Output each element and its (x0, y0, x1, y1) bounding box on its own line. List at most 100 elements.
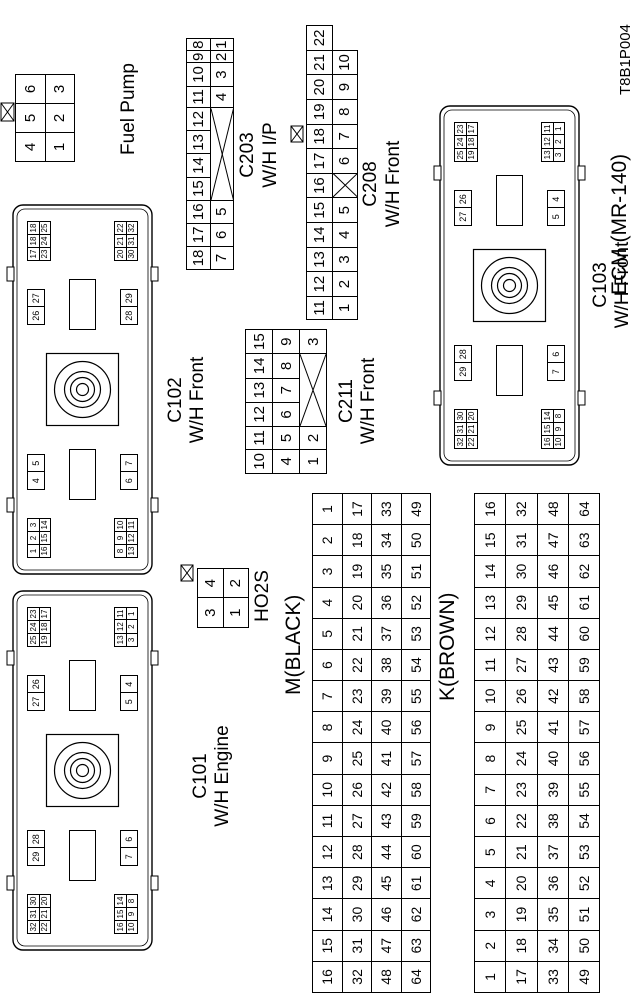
pin: 8 (474, 743, 506, 775)
pin: 11 (541, 122, 553, 135)
pin: 21 (342, 618, 372, 650)
ecm-k-label: K(BROWN) (436, 592, 459, 702)
pin: 7 (120, 454, 138, 472)
pin: 30 (27, 894, 39, 908)
pin: 46 (371, 898, 401, 931)
pin: 23 (505, 774, 537, 806)
pin: 43 (537, 649, 569, 681)
pin: 7 (272, 378, 300, 403)
pin: 25 (39, 221, 51, 235)
pin: 13 (541, 148, 553, 162)
pin: 22 (342, 649, 372, 681)
pin: 1 (126, 607, 138, 620)
pin: 5 (120, 693, 138, 711)
pin: 50 (401, 524, 431, 556)
figure-code: T8B1P004 (617, 24, 634, 95)
pin: 4 (312, 587, 342, 619)
pin: 6 (120, 830, 138, 848)
pin: 55 (401, 680, 431, 712)
pin: 8 (553, 409, 565, 423)
pin: 64 (401, 961, 431, 993)
pin: 3 (27, 518, 39, 532)
c211-desc: W/H Front (358, 357, 379, 445)
pin: 28 (505, 618, 537, 650)
pin: 3 (332, 247, 358, 272)
pin: 44 (371, 836, 401, 868)
pin: 62 (568, 555, 600, 588)
pin: 18 (27, 221, 39, 235)
pin: 39 (537, 774, 569, 806)
pin: 18 (186, 246, 210, 270)
pin: 3 (126, 633, 138, 647)
pin: 10 (474, 680, 506, 712)
pin: 40 (537, 743, 569, 775)
pin: 1 (299, 449, 327, 474)
c208-id: C208 (360, 161, 381, 207)
pin: 32 (126, 221, 138, 235)
pin: 34 (537, 930, 569, 962)
pin: 56 (401, 711, 431, 743)
pin: 49 (568, 961, 600, 993)
pin: 6 (547, 345, 565, 363)
pin: 33 (371, 493, 401, 525)
pin: 16 (541, 435, 553, 449)
pin: 12 (541, 135, 553, 149)
pin: 3 (45, 74, 75, 104)
pin: 10 (553, 435, 565, 449)
pin: 4 (120, 675, 138, 693)
pin: 20 (342, 587, 372, 619)
pin: 2 (312, 524, 342, 556)
pin: 53 (568, 836, 600, 868)
pin: 21 (306, 50, 332, 75)
pin: 30 (126, 247, 138, 261)
pin: 18 (306, 124, 332, 149)
pin: 32 (27, 920, 39, 934)
pin: 12 (312, 836, 342, 868)
pin: 7 (210, 246, 234, 270)
pin: 6 (312, 649, 342, 681)
pin: 29 (342, 867, 372, 899)
pin: 24 (39, 234, 51, 248)
pin: 14 (541, 409, 553, 423)
pin: 3 (474, 898, 506, 931)
pin: 6 (474, 805, 506, 837)
pin: 1 (332, 296, 358, 320)
pin: 28 (27, 830, 45, 848)
pin: 15 (306, 197, 332, 223)
pin: 27 (27, 289, 45, 307)
pin: 5 (272, 426, 300, 450)
blank-cavity (210, 107, 234, 201)
pin: 41 (537, 711, 569, 743)
pin: 1 (45, 132, 75, 162)
pin: 9 (186, 50, 210, 63)
pin: 11 (186, 86, 210, 108)
pin: 2 (332, 271, 358, 297)
pin: 49 (401, 493, 431, 525)
pin: 31 (505, 524, 537, 556)
pin: 37 (371, 618, 401, 650)
pin: 51 (568, 898, 600, 931)
pin: 29 (120, 289, 138, 307)
pin: 12 (306, 271, 332, 297)
pin: 18 (466, 135, 478, 149)
pin: 21 (114, 234, 126, 248)
pin: 14 (474, 555, 506, 588)
c203-id: C203 (237, 132, 258, 178)
